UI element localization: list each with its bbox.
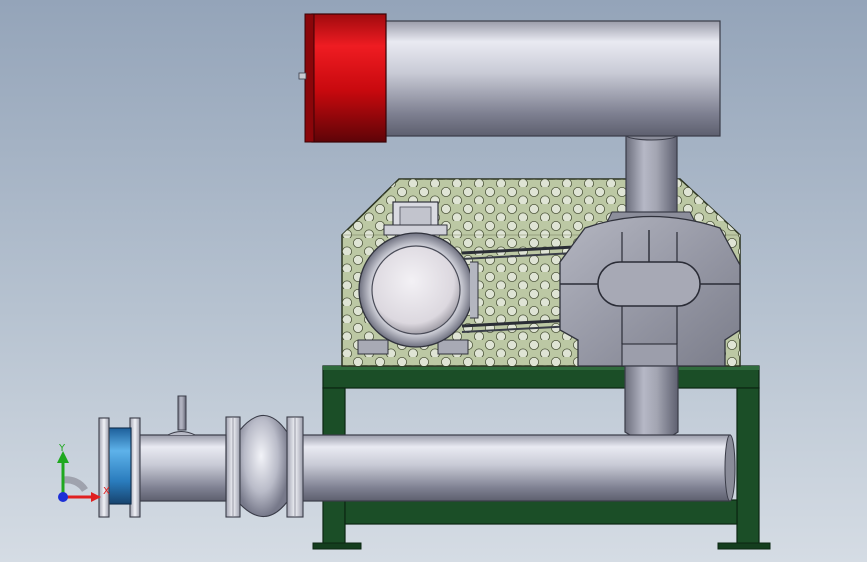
motor-end-face: [371, 245, 461, 335]
electric-motor: [357, 201, 479, 355]
frame-bottom-rail: [344, 499, 738, 525]
frame-right-leg: [736, 387, 760, 545]
base-frame: [312, 365, 771, 550]
blower-discharge-pipe: [624, 365, 679, 442]
blower-inlet-cover: [597, 261, 701, 307]
top-silencer: [298, 13, 721, 143]
y-axis-arrowhead: [57, 451, 69, 463]
y-axis-label: Y: [58, 443, 66, 454]
z-axis-dot: [58, 492, 68, 502]
gauge-stub: [177, 395, 187, 431]
silencer-connector-pipe: [625, 129, 678, 213]
coordinate-triad: Y X: [57, 443, 110, 502]
x-axis-label: X: [103, 486, 110, 497]
x-axis-arrowhead: [91, 492, 101, 502]
expansion-bulb: [239, 415, 288, 518]
outlet-main-pipe: [299, 434, 731, 502]
flexible-coupling: [108, 427, 132, 505]
outlet-pipe-assembly: [98, 395, 736, 518]
inlet-pipe: [137, 434, 227, 502]
silencer-red-end-cap: [311, 13, 387, 143]
roots-blower: [559, 211, 741, 367]
